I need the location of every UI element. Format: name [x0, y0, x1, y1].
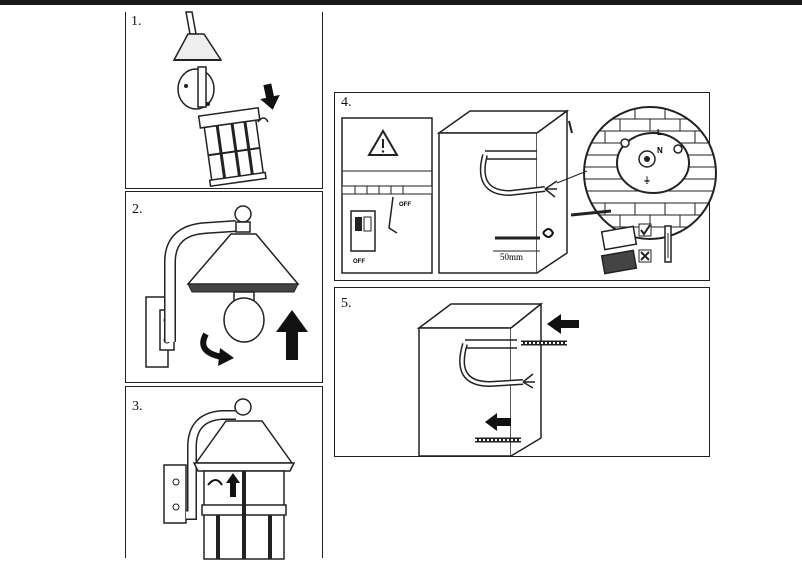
warning-triangle-icon [367, 129, 399, 156]
rotate-arrow-icon [207, 479, 223, 486]
step-1-panel: 1. [125, 11, 323, 189]
terminal-earth-label: ⏚ [643, 176, 651, 185]
step-2-panel: 2. [125, 191, 323, 383]
step-1-number: 1. [131, 14, 142, 29]
step-4-panel: 4. OFF OFF 50mm [334, 92, 717, 281]
step-5-number: 5. [341, 296, 352, 311]
step-5-panel: 5. [334, 287, 710, 457]
left-arrow-icon [547, 314, 579, 334]
step-3-number: 3. [132, 399, 143, 414]
down-arrow-icon [260, 83, 280, 110]
check-icon [638, 223, 652, 237]
rotate-arrow-icon [257, 117, 269, 123]
switch-off-label-top: OFF [399, 202, 411, 208]
top-rule [0, 0, 802, 5]
terminal-n-label: N [657, 146, 663, 155]
left-arrow-icon [485, 413, 511, 431]
up-arrow-icon [226, 473, 240, 497]
step-2-illustration [145, 205, 308, 368]
step-4-illustration: OFF OFF 50mm [341, 106, 717, 275]
step-5-illustration [416, 302, 579, 457]
step-1-illustration [172, 11, 280, 188]
terminal-l-label: L [657, 128, 662, 137]
step-3-illustration [163, 398, 296, 560]
step-2-number: 2. [132, 202, 143, 217]
step-4-number: 4. [341, 95, 352, 110]
rotate-arrow-icon [200, 332, 234, 366]
cross-icon [638, 249, 652, 263]
drill-depth-label: 50mm [500, 252, 523, 262]
step-3-panel: 3. [125, 386, 323, 560]
up-arrow-icon [276, 310, 308, 360]
switch-off-label-bottom: OFF [353, 259, 365, 265]
